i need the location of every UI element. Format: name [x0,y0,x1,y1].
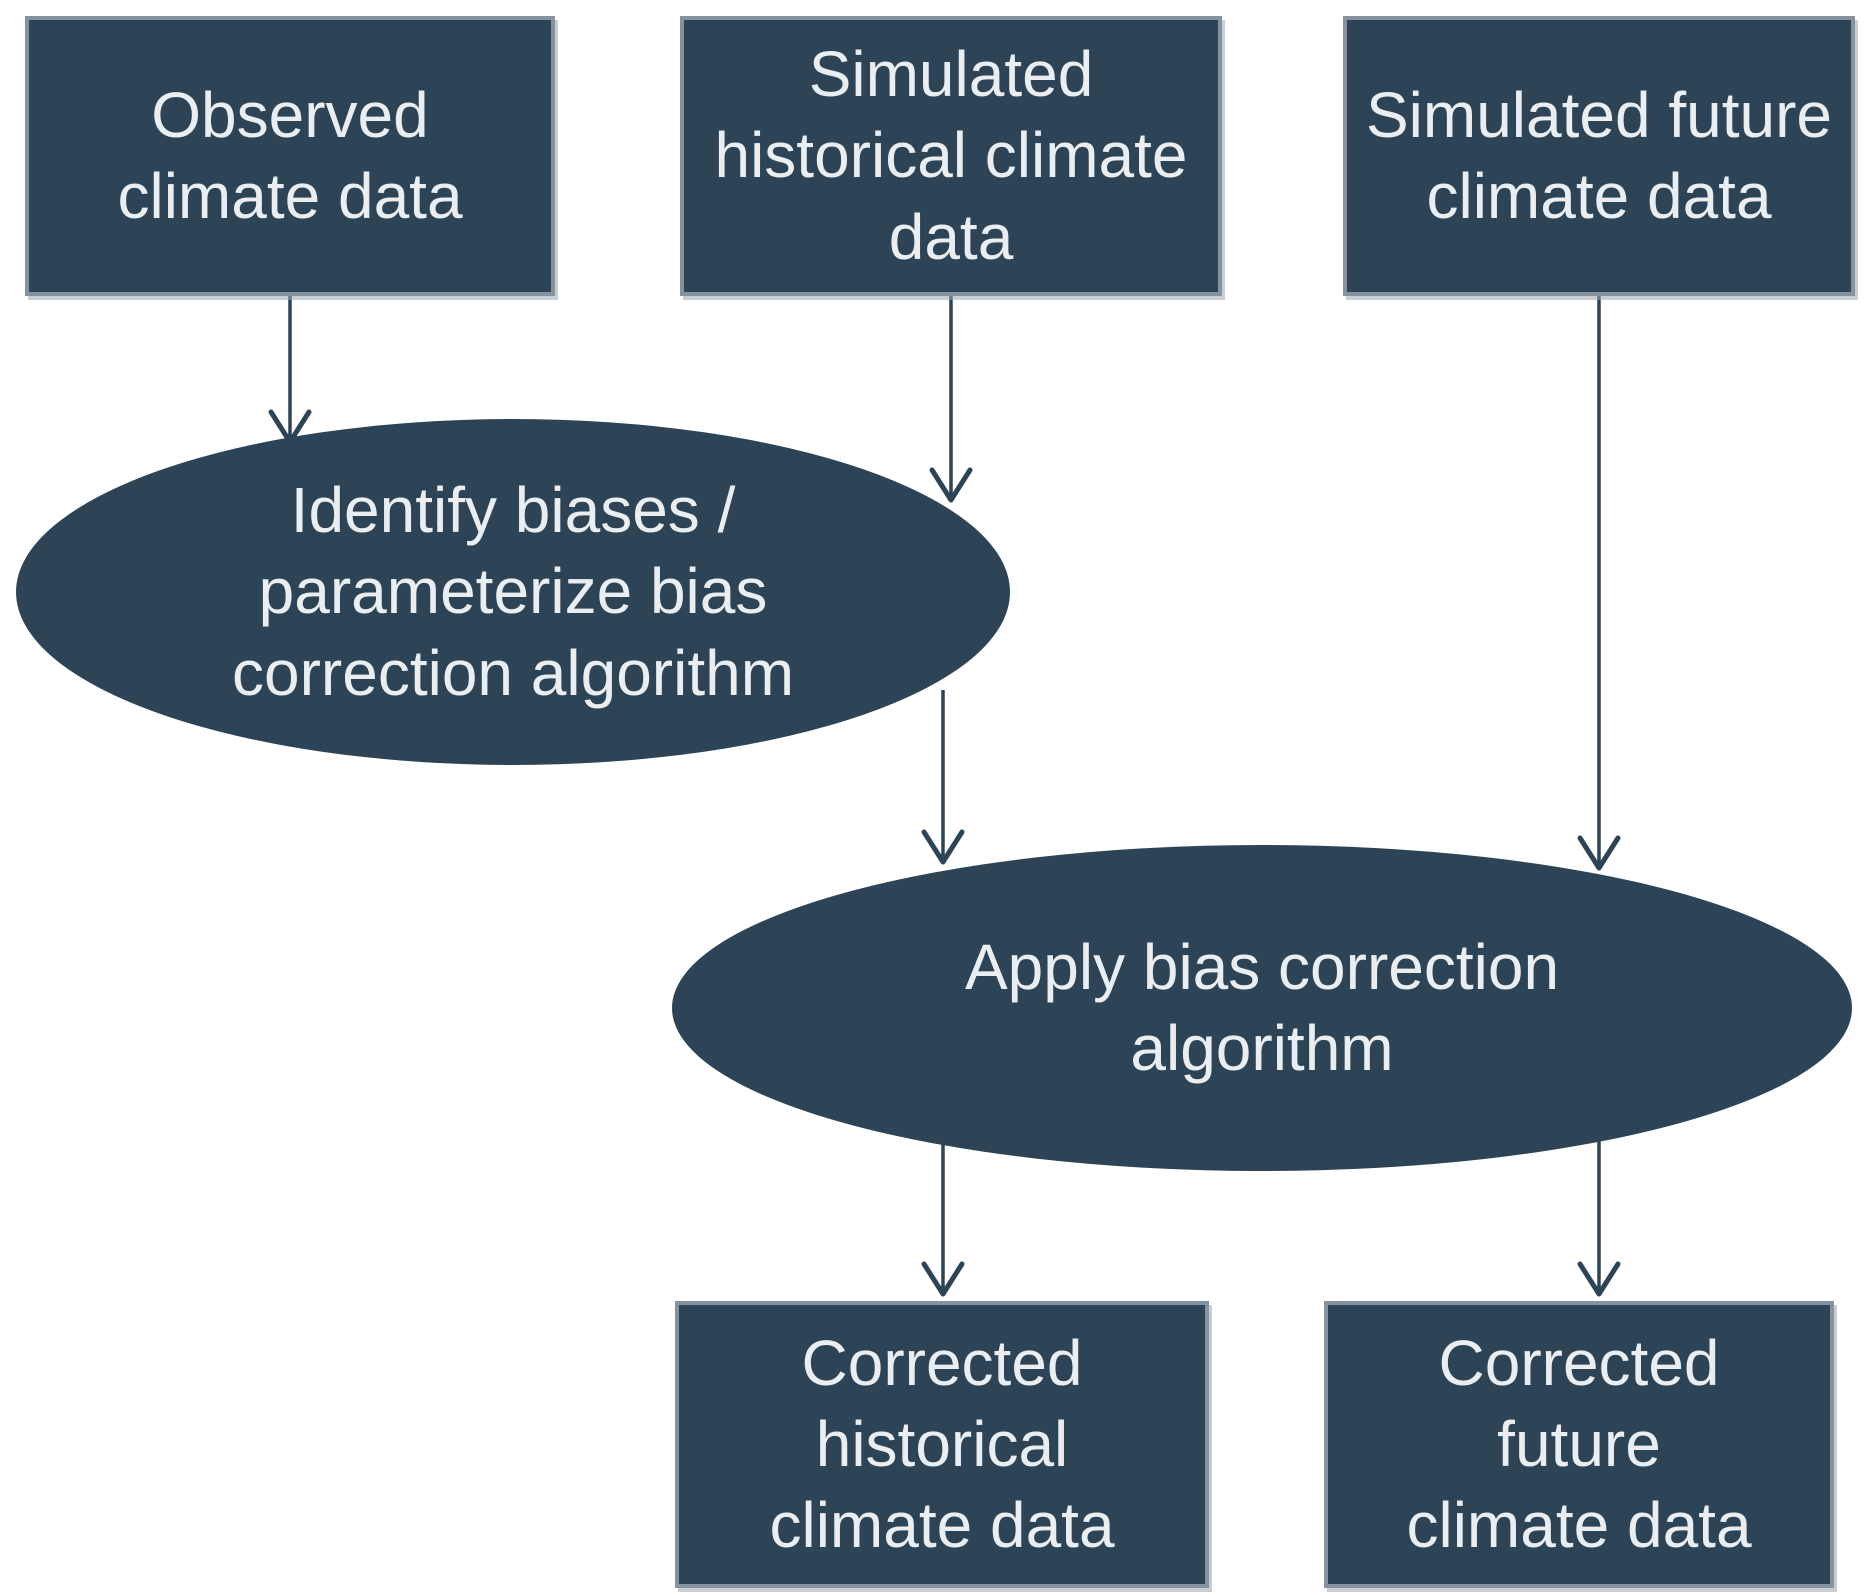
node-corrected-future-label: Corrected future climate data [1406,1326,1752,1562]
node-identify-biases-ellipse: Identify biases / parameterize bias corr… [16,419,1010,765]
node-corrected-historical-label: Corrected historical climate data [769,1326,1115,1562]
node-apply-bias-correction-label: Apply bias correction algorithm [964,930,1560,1084]
node-observed-label: Observed climate data [117,78,463,232]
node-corrected-historical-climate-data: Corrected historical climate data [675,1301,1209,1588]
node-corrected-future-climate-data: Corrected future climate data [1324,1301,1834,1588]
node-simulated-future-climate-data: Simulated future climate data [1343,16,1855,296]
node-apply-bias-correction-ellipse: Apply bias correction algorithm [672,845,1852,1171]
node-identify-biases-label: Identify biases / parameterize bias corr… [232,474,794,709]
node-simulated-historical-label: Simulated historical climate data [714,38,1188,273]
node-simulated-future-label: Simulated future climate data [1365,78,1833,232]
node-simulated-historical-climate-data: Simulated historical climate data [680,16,1222,296]
node-observed-climate-data: Observed climate data [25,16,555,296]
